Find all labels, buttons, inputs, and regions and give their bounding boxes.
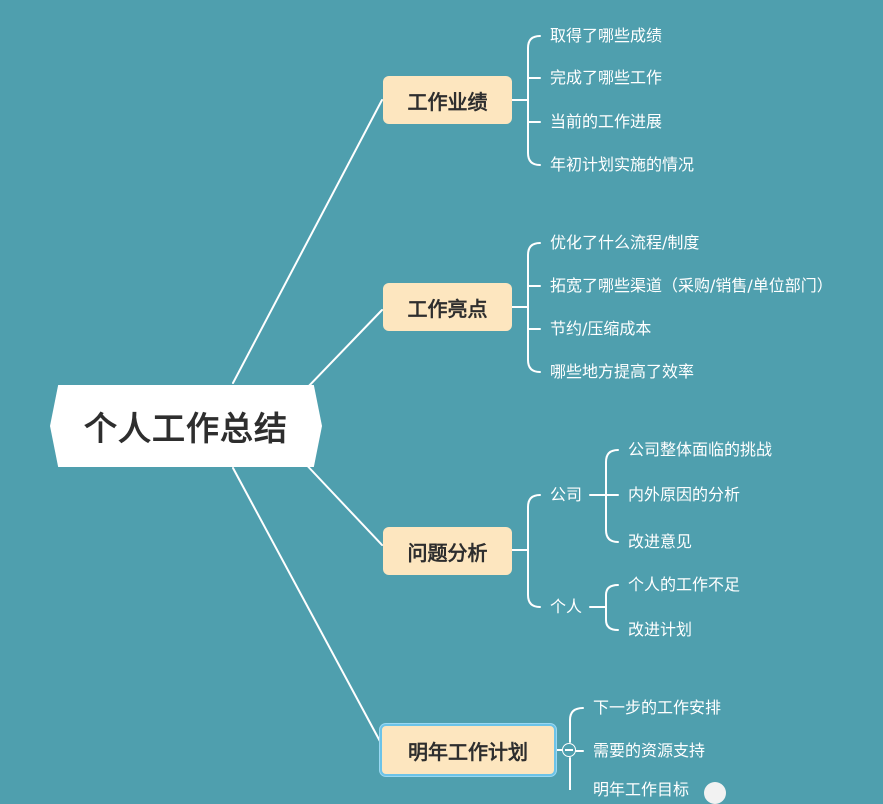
leaf-topic[interactable]: 优化了什么流程/制度 xyxy=(550,233,700,252)
branch-label: 工作亮点 xyxy=(407,296,488,321)
leaf-topic[interactable]: 下一步的工作安排 xyxy=(593,698,722,717)
leaf-topic[interactable]: 改进意见 xyxy=(628,532,693,551)
branch-label: 明年工作计划 xyxy=(408,739,528,764)
root-topic-label: 个人工作总结 xyxy=(84,409,288,448)
leaf-topic[interactable]: 取得了哪些成绩 xyxy=(550,26,663,45)
leaf-topic[interactable]: 节约/压缩成本 xyxy=(550,319,652,338)
leaf-topic[interactable]: 完成了哪些工作 xyxy=(550,68,663,87)
branch-label: 问题分析 xyxy=(407,540,488,565)
leaf-topic[interactable]: 改进计划 xyxy=(628,620,693,639)
collapse-toggle-icon[interactable] xyxy=(562,743,576,757)
root-topic[interactable]: 个人工作总结 xyxy=(50,385,322,467)
leaf-topic[interactable]: 哪些地方提高了效率 xyxy=(550,362,695,381)
leaf-topic[interactable]: 明年工作目标 xyxy=(593,780,690,799)
branch-next-year-plan[interactable]: 明年工作计划 xyxy=(380,724,556,776)
subtopic-personal[interactable]: 个人 xyxy=(550,597,583,616)
leaf-topic[interactable]: 内外原因的分析 xyxy=(628,485,741,504)
branch-work-highlights[interactable]: 工作亮点 xyxy=(383,283,512,331)
branch-work-performance[interactable]: 工作业绩 xyxy=(383,76,512,124)
leaf-topic[interactable]: 拓宽了哪些渠道（采购/销售/单位部门） xyxy=(550,276,833,295)
topic-marker-icon[interactable] xyxy=(704,782,726,804)
leaf-topic[interactable]: 当前的工作进展 xyxy=(550,112,663,131)
leaf-topic[interactable]: 个人的工作不足 xyxy=(628,575,741,594)
leaf-topic[interactable]: 年初计划实施的情况 xyxy=(550,155,695,174)
leaf-topic[interactable]: 需要的资源支持 xyxy=(593,741,706,760)
leaf-topic[interactable]: 公司整体面临的挑战 xyxy=(628,440,773,459)
branch-problem-analysis[interactable]: 问题分析 xyxy=(383,527,512,575)
branch-label: 工作业绩 xyxy=(407,89,488,114)
subtopic-company[interactable]: 公司 xyxy=(550,485,583,504)
